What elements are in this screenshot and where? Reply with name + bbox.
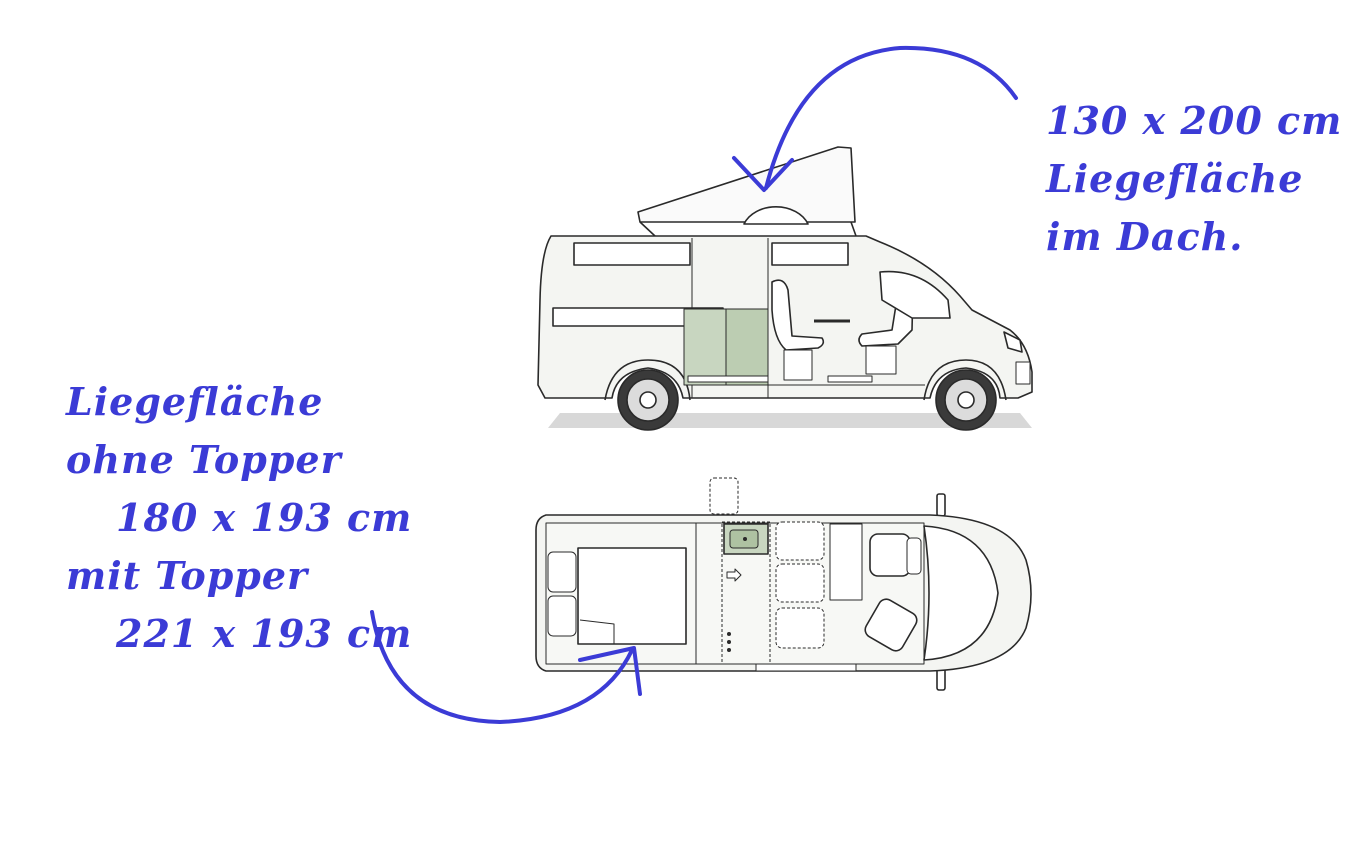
roof-dimension: 130 x 200 cm — [1046, 98, 1343, 143]
windscreen — [879, 270, 951, 319]
camper-van-side-view — [537, 146, 1033, 431]
bed-label: Liegefläche — [66, 379, 324, 424]
bed-sleeping-area-annotation: Liegefläche ohne Topper 180 x 193 cm mit… — [66, 373, 412, 663]
roof-label: Liegefläche — [1046, 156, 1304, 201]
rear-wheel — [617, 369, 679, 431]
driver-seat-top — [864, 598, 918, 652]
curved-arrow-icon — [370, 610, 642, 724]
bed-without-topper-label: ohne Topper — [66, 437, 342, 482]
roof-skylight — [743, 205, 809, 225]
camper-van-floor-plan — [535, 477, 1032, 691]
bed-with-topper-dimension: 221 x 193 cm — [116, 611, 413, 656]
headlight — [1003, 331, 1023, 353]
kitchen-cabinet — [683, 308, 727, 386]
pop-up-roof — [637, 146, 856, 223]
sliding-door-step — [709, 477, 739, 515]
mirror-left — [936, 493, 946, 517]
front-wheel — [935, 369, 997, 431]
side-window-rear — [573, 242, 691, 266]
rear-seat — [771, 279, 825, 351]
bench-seat — [775, 521, 825, 561]
bench-seat — [775, 607, 825, 649]
windscreen-top — [923, 525, 999, 661]
bench-seat — [775, 563, 825, 603]
pillow — [547, 595, 577, 637]
table — [829, 523, 863, 601]
rear-bed-top — [577, 547, 687, 645]
passenger-seat — [869, 533, 911, 577]
pillow — [547, 551, 577, 593]
roof-label-location: im Dach. — [1046, 214, 1244, 259]
side-window-middle — [771, 242, 849, 266]
sliding-door-arrow — [726, 568, 742, 582]
kitchen-cabinet — [725, 308, 769, 386]
roof-sleeping-area-annotation: 130 x 200 cm Liegefläche im Dach. — [1046, 92, 1342, 266]
bed-without-topper-dimension: 180 x 193 cm — [116, 495, 413, 540]
curved-arrow-icon — [732, 45, 1018, 192]
bed-with-topper-label: mit Topper — [66, 553, 309, 598]
